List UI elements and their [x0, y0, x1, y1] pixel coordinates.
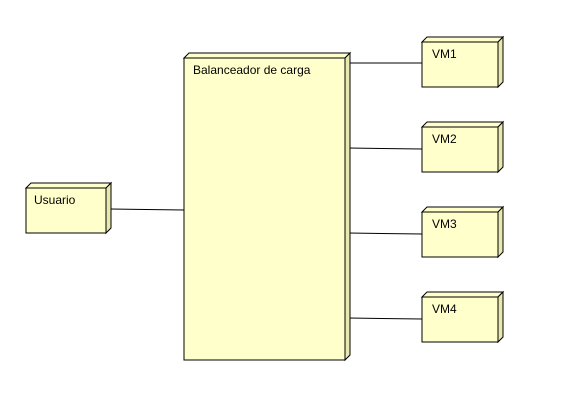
- node-vm4-top: [420, 291, 505, 298]
- node-usuario-top: [24, 182, 113, 189]
- node-vm3-side: [497, 205, 504, 259]
- node-vm1[interactable]: VM1: [420, 35, 505, 89]
- connection-balancer-vm4: [347, 317, 423, 320]
- node-vm3-label: VM3: [432, 217, 457, 231]
- node-vm3[interactable]: VM3: [420, 205, 505, 259]
- node-vm1-label: VM1: [432, 47, 457, 61]
- node-balancer-side: [344, 51, 351, 362]
- node-vm4[interactable]: VM4: [420, 290, 505, 344]
- node-vm2-label: VM2: [432, 132, 457, 146]
- connections: [109, 62, 423, 320]
- node-vm1-body: [421, 41, 499, 88]
- node-vm3-body: [421, 211, 499, 258]
- node-usuario[interactable]: Usuario: [24, 181, 113, 235]
- node-usuario-body: [25, 187, 107, 234]
- node-balancer[interactable]: Balanceador de carga: [182, 51, 352, 362]
- node-usuario-side: [105, 181, 112, 235]
- connection-balancer-vm3: [347, 232, 423, 235]
- node-vm4-label: VM4: [432, 302, 457, 316]
- connection-usuario-balancer: [109, 208, 185, 211]
- node-usuario-label: Usuario: [34, 193, 76, 207]
- node-vm2-body: [421, 126, 499, 173]
- node-vm2[interactable]: VM2: [420, 120, 505, 174]
- node-vm4-side: [497, 290, 504, 344]
- node-balancer-body: [183, 57, 346, 361]
- connection-balancer-vm2: [347, 147, 423, 150]
- node-vm1-top: [420, 36, 505, 43]
- node-vm2-side: [497, 120, 504, 174]
- node-balancer-label: Balanceador de carga: [193, 63, 311, 77]
- node-vm1-side: [497, 35, 504, 89]
- node-vm2-top: [420, 121, 505, 128]
- node-balancer-top: [182, 52, 352, 59]
- node-vm3-top: [420, 206, 505, 213]
- node-vm4-body: [421, 296, 499, 343]
